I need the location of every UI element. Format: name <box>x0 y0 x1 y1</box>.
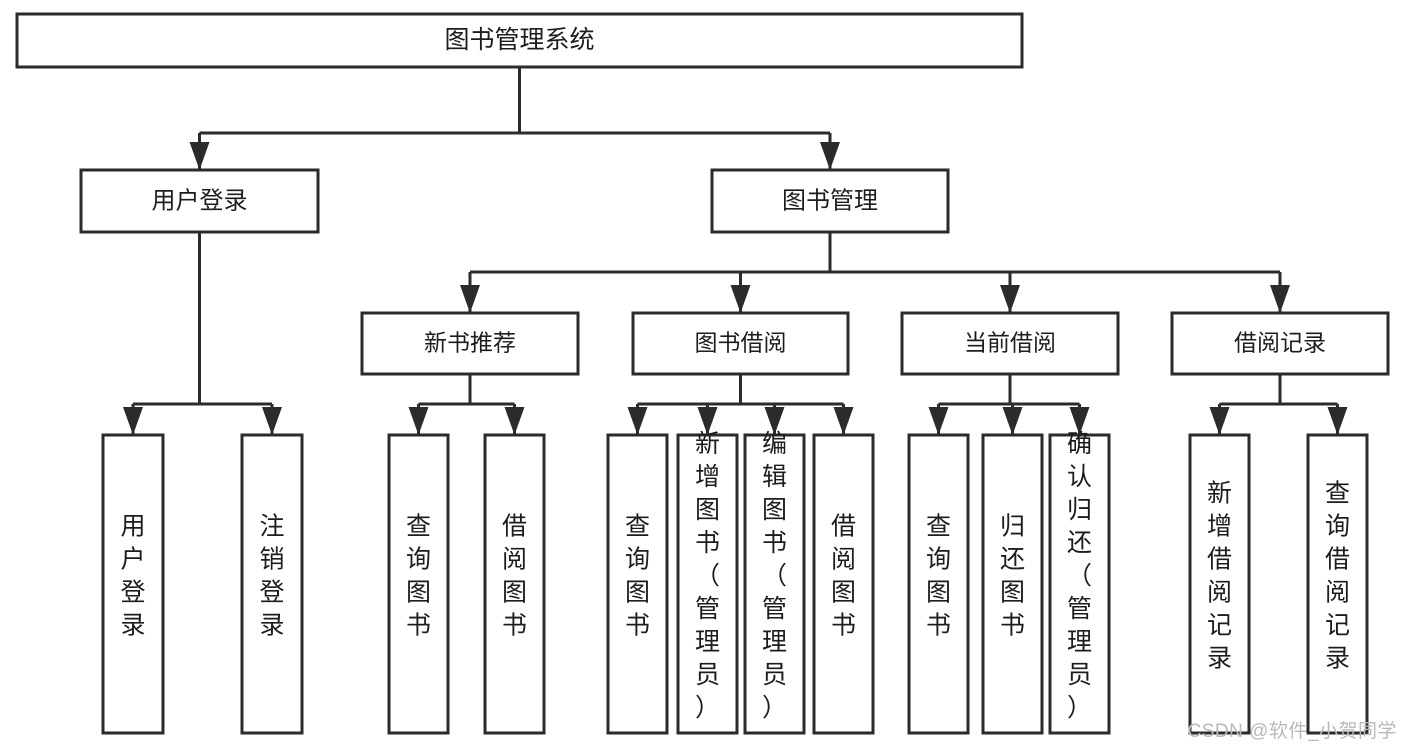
node-label: 图书借阅 <box>695 330 787 356</box>
node-leaf-edit-book-admin[interactable]: 编辑图书（管理员） <box>743 430 806 735</box>
node-leaf-query-books-2[interactable]: 查询图书 <box>606 433 669 735</box>
node-leaf-add-book-admin[interactable]: 新增图书（管理员） <box>676 430 739 735</box>
connector-user-login <box>123 232 282 435</box>
node-leaf-confirm-return-admin[interactable]: 确认归还（管理员） <box>1048 430 1111 735</box>
node-label: 用户登录 <box>152 187 248 214</box>
node-new-book-recommend[interactable]: 新书推荐 <box>360 311 580 376</box>
node-book-management[interactable]: 图书管理 <box>710 168 950 234</box>
csdn-watermark: CSDN @软件_小贺同学 <box>1187 721 1397 742</box>
node-label: 借阅图书 <box>502 513 527 640</box>
node-leaf-query-books-1[interactable]: 查询图书 <box>387 433 450 735</box>
node-label: 确认归还（管理员） <box>1067 430 1092 722</box>
node-label: 编辑图书（管理员） <box>762 430 787 722</box>
node-label: 查询图书 <box>625 513 650 640</box>
node-leaf-borrow-books-1[interactable]: 借阅图书 <box>483 433 546 735</box>
node-layer: 图书管理系统用户登录图书管理新书推荐图书借阅当前借阅借阅记录用户登录注销登录查询… <box>15 12 1390 735</box>
node-label: 查询借阅记录 <box>1325 480 1350 673</box>
node-leaf-logout[interactable]: 注销登录 <box>240 433 304 735</box>
connector-root <box>189 67 840 170</box>
connector-book-borrow <box>627 374 854 435</box>
node-book-borrow[interactable]: 图书借阅 <box>631 311 850 376</box>
node-leaf-add-borrow-record[interactable]: 新增借阅记录 <box>1188 433 1251 735</box>
node-label: 图书管理 <box>782 187 878 214</box>
node-label: 新书推荐 <box>424 330 516 356</box>
node-leaf-query-books-3[interactable]: 查询图书 <box>907 433 970 735</box>
connector-current-borrow <box>928 374 1090 435</box>
connector-book-management <box>460 232 1290 313</box>
node-label: 当前借阅 <box>964 330 1056 356</box>
connector-borrow-records <box>1209 374 1348 435</box>
node-leaf-user-login[interactable]: 用户登录 <box>101 433 165 735</box>
connector-new-book-recommend <box>408 374 525 435</box>
connector-layer <box>123 67 1348 435</box>
node-label: 查询图书 <box>926 513 951 640</box>
node-label: 借阅图书 <box>831 513 856 640</box>
node-current-borrow[interactable]: 当前借阅 <box>900 311 1120 376</box>
node-borrow-records[interactable]: 借阅记录 <box>1170 311 1390 376</box>
node-label: 图书管理系统 <box>444 26 594 54</box>
node-leaf-return-books[interactable]: 归还图书 <box>981 433 1044 735</box>
node-user-login[interactable]: 用户登录 <box>79 168 320 234</box>
node-leaf-query-borrow-record[interactable]: 查询借阅记录 <box>1306 433 1369 735</box>
node-label: 新增图书（管理员） <box>695 430 720 722</box>
node-label: 借阅记录 <box>1234 330 1326 356</box>
node-label: 注销登录 <box>259 513 284 640</box>
node-label: 新增借阅记录 <box>1207 480 1232 673</box>
node-leaf-borrow-books-2[interactable]: 借阅图书 <box>812 433 875 735</box>
node-label: 归还图书 <box>1000 513 1025 640</box>
node-label: 用户登录 <box>120 513 145 640</box>
node-root[interactable]: 图书管理系统 <box>15 12 1024 69</box>
node-label: 查询图书 <box>406 513 431 640</box>
